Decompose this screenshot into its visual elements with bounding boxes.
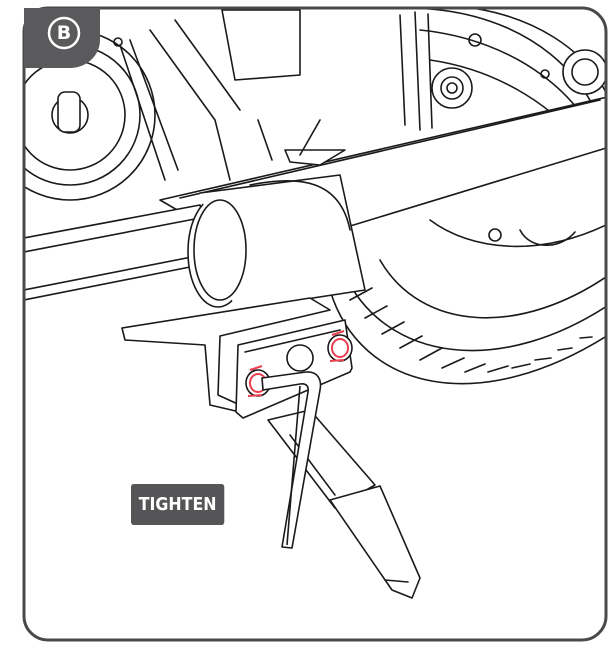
axle-bar <box>24 174 366 311</box>
tyre <box>329 219 606 385</box>
tighten-callout: TIGHTEN <box>131 484 225 525</box>
step-badge-circle <box>47 16 81 50</box>
stand-leg <box>267 409 421 599</box>
step-letter: B <box>56 22 72 44</box>
bolt-right <box>327 330 353 362</box>
panel-frame <box>22 6 608 642</box>
allen-key-icon <box>261 371 322 549</box>
